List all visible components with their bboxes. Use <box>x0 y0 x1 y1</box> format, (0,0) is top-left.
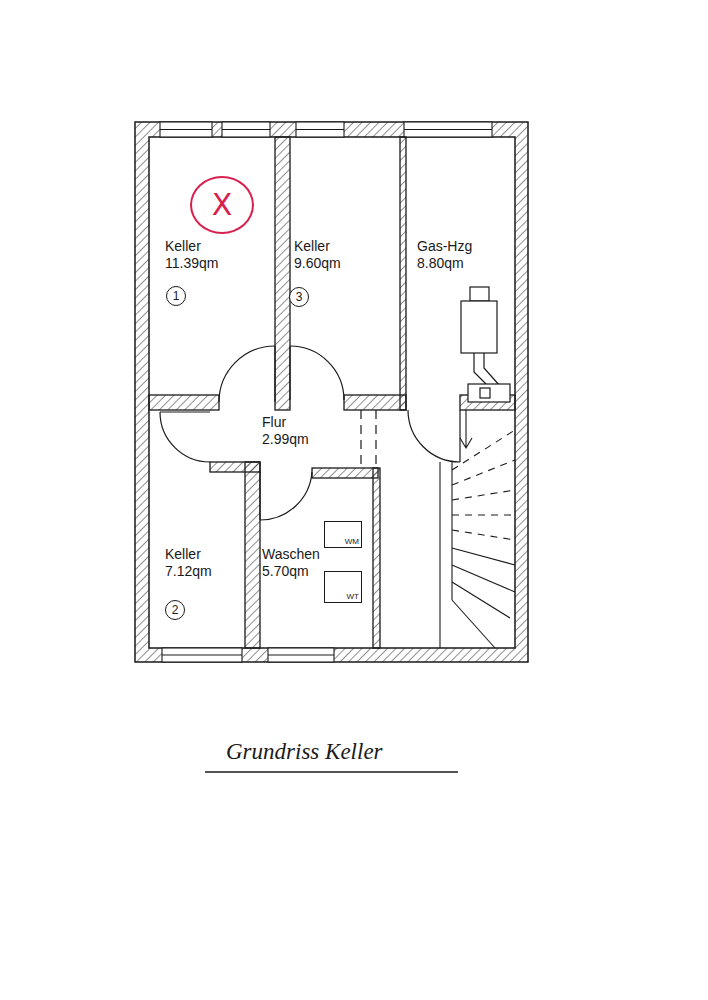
room-area: 5.70qm <box>262 563 320 580</box>
room-label: Keller9.60qm <box>294 238 341 272</box>
room-area: 8.80qm <box>417 255 472 272</box>
room-name: Keller <box>294 238 341 255</box>
interior-walls <box>149 137 515 648</box>
appliance-box: WT <box>324 571 362 603</box>
room-area: 2.99qm <box>262 431 309 448</box>
windows <box>160 122 492 662</box>
room-name: Keller <box>165 546 212 563</box>
caption: Grundriss Keller <box>226 738 383 766</box>
door-swings <box>160 346 460 520</box>
callout-number: 2 <box>165 600 185 620</box>
threshold-lines <box>361 410 376 468</box>
room-name: Flur <box>262 414 309 431</box>
room-name: Gas-Hzg <box>417 238 472 255</box>
room: Keller7.12qm 2 <box>149 475 245 648</box>
marker-text: X <box>212 189 233 221</box>
room: Waschen5.70qm WM WT <box>260 478 373 648</box>
room-area: 7.12qm <box>165 563 212 580</box>
room-name: Keller <box>165 238 218 255</box>
room: Keller9.60qm 3 <box>290 137 400 395</box>
room-name: Waschen <box>262 546 320 563</box>
appliance-label: WT <box>347 592 359 601</box>
room-label: Flur2.99qm <box>262 414 309 448</box>
room-area: 11.39qm <box>165 255 218 272</box>
appliance-label: WM <box>345 537 359 546</box>
callout-number: 1 <box>173 289 180 303</box>
room-label: Keller11.39qm <box>165 238 218 272</box>
callout-number: 1 <box>166 286 186 306</box>
room-area: 9.60qm <box>294 255 341 272</box>
room-label: Keller7.12qm <box>165 546 212 580</box>
marker-circle: X <box>190 176 254 234</box>
room: Keller11.39qm X 1 <box>149 137 275 395</box>
room: Gas-Hzg8.80qm <box>406 137 515 285</box>
room: Flur2.99qm <box>219 410 373 462</box>
callout-number: 3 <box>289 287 309 307</box>
appliance-box: WM <box>324 521 362 548</box>
staircase <box>440 410 515 648</box>
room-label: Gas-Hzg8.80qm <box>417 238 472 272</box>
callout-number: 2 <box>172 603 179 617</box>
callout-number: 3 <box>296 290 303 304</box>
gas-heater <box>461 287 510 402</box>
caption-box: Grundriss Keller <box>226 738 383 766</box>
outer-wall <box>135 122 528 662</box>
caption-underline <box>205 771 458 772</box>
room-label: Waschen5.70qm <box>262 546 320 580</box>
